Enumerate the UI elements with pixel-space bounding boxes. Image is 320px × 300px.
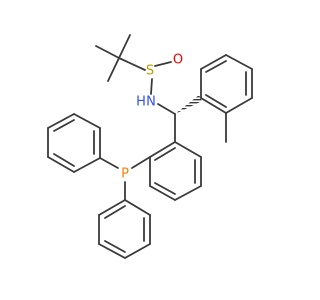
atom-nitrogen: N [146,95,156,110]
atom-sulfur: S [146,64,154,79]
bond-tbu-methyl-top [118,34,131,59]
tert-butyl-group [95,34,146,82]
phenyl-ring-lower [98,199,151,259]
bond-phosphorus-phenyl-upper [99,157,119,169]
bond-tbu-sulfur [118,57,146,71]
bond-nitrogen-stereocenter [157,103,176,115]
atom-oxygen: O [173,53,183,68]
central-ring [149,141,202,201]
stereo-hash-wedge [175,95,202,114]
bond-central-ring-phosphorus [131,156,151,169]
bond-tbu-methyl-bottom [107,57,120,82]
bond-sulfur-nitrogen [150,78,153,95]
tolyl-ring [200,54,253,143]
phenyl-ring-upper [47,113,101,173]
atom-nitrogen-hydrogen: H [136,95,146,110]
atom-phosphorus: P [121,167,129,182]
molecule-diagram: S O H N P [47,34,253,259]
bond-tbu-methyl-left [95,45,120,59]
bond-sulfur-oxygen [154,61,172,67]
